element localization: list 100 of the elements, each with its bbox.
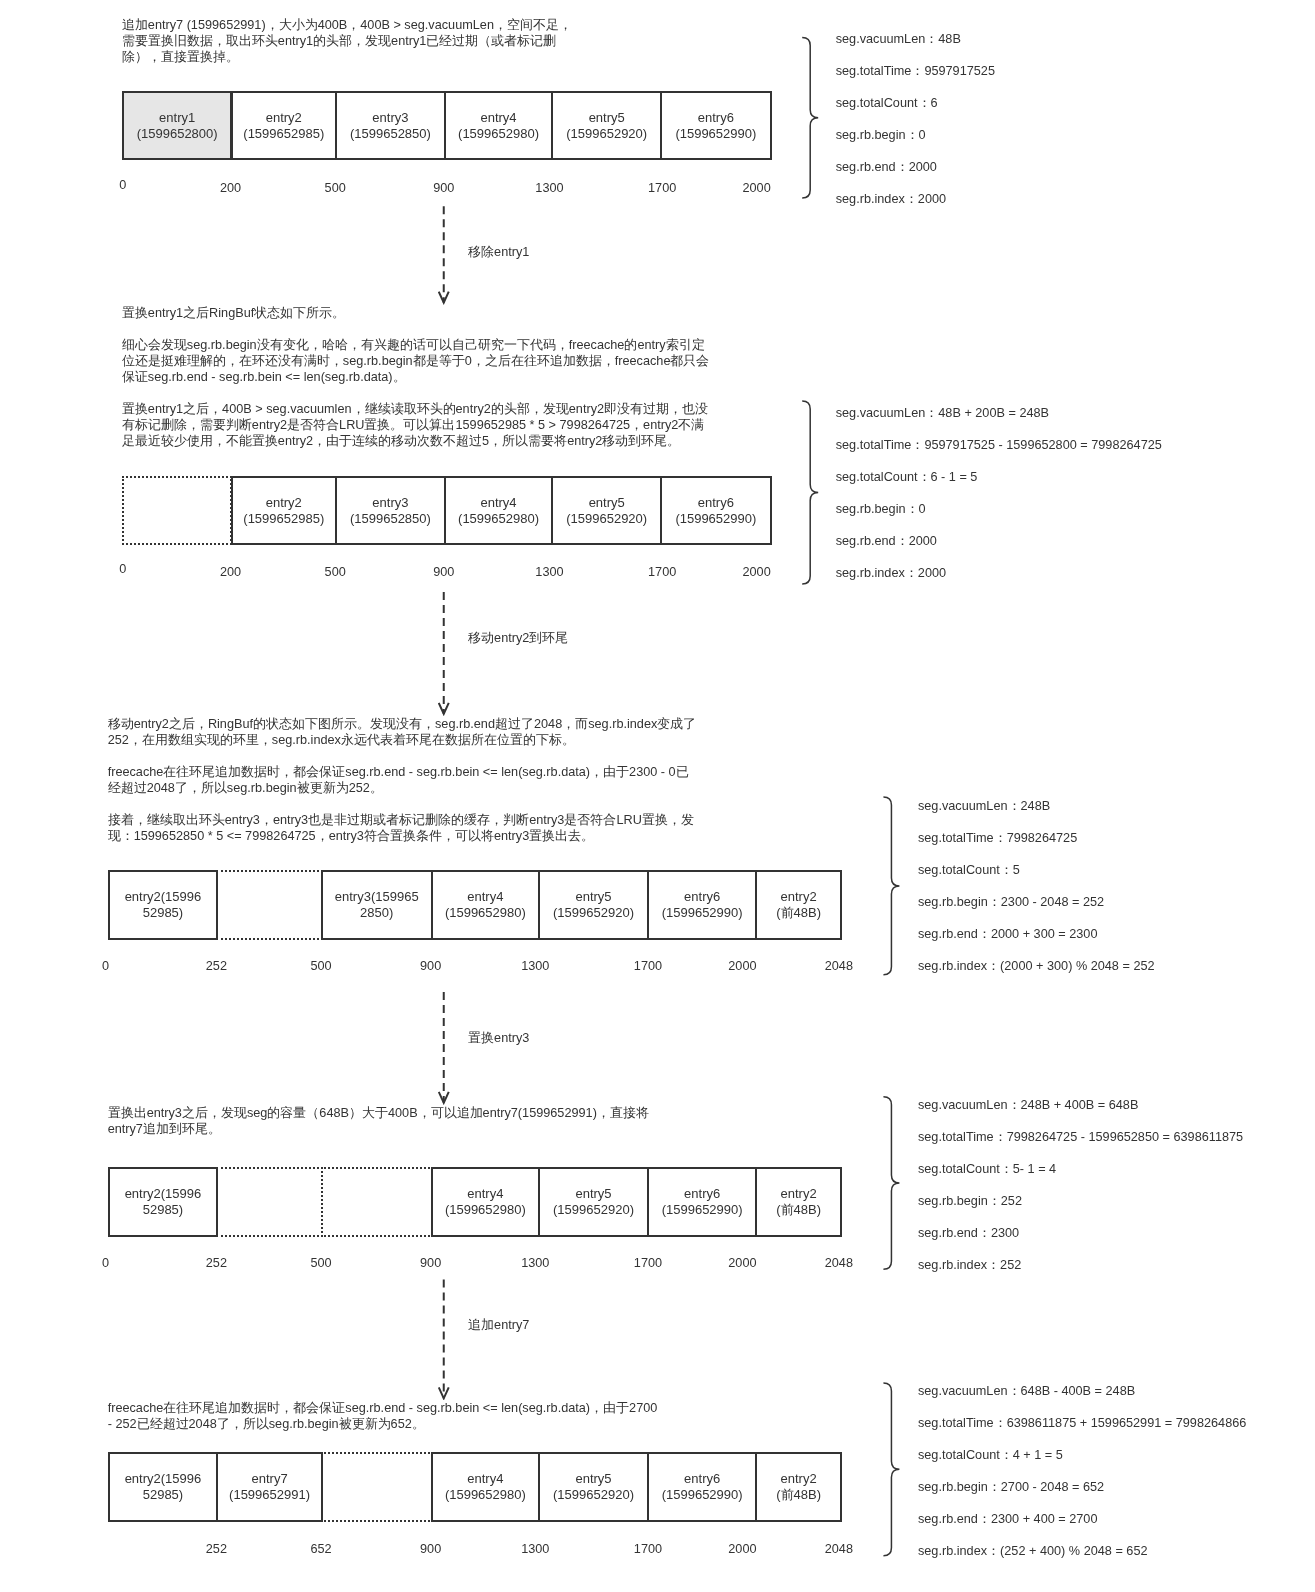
axis-tick-label: 1300 [521,1540,550,1557]
memory-cell: entry2 (前48B) [755,1166,842,1237]
paragraph: 置换entry1之后RingBuf状态如下所示。 [121,304,347,321]
field-value-line: seg.vacuumLen：48B + 200B = 248B [835,405,1050,422]
field-value-line: seg.totalTime：6398611875 + 1599652991 = 7998264866 [917,1415,1247,1432]
field-value-line: seg.rb.begin：2700 - 2048 = 652 [917,1479,1105,1496]
axis-tick-label: 2000 [728,957,757,974]
axis-tick-label: 1300 [521,957,550,974]
arrow [437,591,450,715]
field-value-line: seg.totalCount：4 + 1 = 5 [917,1447,1063,1464]
field-value-line: seg.totalCount：5 [917,862,1020,879]
axis-tick-label: 900 [420,957,442,974]
axis-tick-label: 1700 [633,957,663,974]
edge-label: 移除entry1 [466,242,532,262]
axis-tick-label: 0 [102,1255,110,1272]
axis-tick-label: 1300 [535,179,564,196]
memory-cell: entry4 (1599652980) [430,1452,541,1523]
arrow [437,1278,450,1400]
field-value-line: seg.totalTime：7998264725 - 1599652850 = 6398611875 [917,1128,1244,1145]
axis-tick-label: 2048 [824,1255,853,1272]
axis-tick-label: 1300 [535,563,564,580]
axis-tick-label: 900 [433,179,455,196]
axis-tick-label: 500 [324,563,346,580]
memory-cell: entry7 (1599652991) [216,1452,323,1523]
field-value-line: seg.rb.end：2300 + 400 = 2700 [917,1511,1098,1528]
memory-cell: entry4 (1599652980) [443,91,554,161]
field-value-line: seg.rb.begin：0 [835,126,926,143]
arrow [437,205,450,304]
memory-cell: entry5 (1599652920) [538,1166,649,1237]
memory-cell: entry1 (1599652800) [121,91,233,161]
axis-tick-label: 252 [205,1540,227,1557]
memory-cell: entry6 (1599652990) [660,91,772,161]
field-value-line: seg.rb.begin：2300 - 2048 = 252 [917,894,1105,911]
axis-tick-label: 2000 [728,1540,757,1557]
axis-tick-label: 1300 [521,1255,550,1272]
axis-tick-label: 900 [420,1540,442,1557]
field-value-line: seg.rb.index：(2000 + 300) % 2048 = 252 [917,958,1155,975]
memory-cell: entry5 (1599652920) [551,476,662,546]
axis-tick-label: 1700 [633,1540,663,1557]
paragraph: 接着，继续取出环头entry3，entry3也是非过期或者标记删除的缓存，判断entry3是否符合LRU置换，发现：1599652850 * 5 <= 7998264725，entry3符合置换条件，可以将entry3置换出去。 [107,811,695,844]
axis-tick-label: 2000 [728,1255,757,1272]
arrow [437,991,450,1104]
field-value-line: seg.totalCount：6 - 1 = 5 [835,469,978,486]
paragraph: freecache在往环尾追加数据时，都会保证seg.rb.end - seg.rb.bein <= len(seg.rb.data)，由于2300 - 0已经超过2048了，所以seg.rb.begin被更新为252。 [107,763,690,796]
field-value-line: seg.totalTime：9597917525 [835,62,995,79]
axis-tick-label: 0 [119,560,127,577]
axis-tick-label: 652 [310,1540,332,1557]
paragraph: 移动entry2之后，RingBuf的状态如下图所示。发现没有，seg.rb.end超过了2048，而seg.rb.index变成了252，在用数组实现的环里，seg.rb.index永远代表着环尾在数据所在位置的下标。 [107,715,697,748]
field-value-line: seg.rb.index：(252 + 400) % 2048 = 652 [917,1543,1148,1560]
memory-cell: entry2 (前48B) [755,1452,842,1523]
memory-cell: entry4 (1599652980) [430,1166,541,1237]
axis-tick-label: 1700 [648,179,677,196]
axis-tick-label: 200 [220,563,242,580]
paragraph: 置换出entry3之后，发现seg的容量（648B）大于400B，可以追加entry7(1599652991)，直接将entry7追加到环尾。 [107,1104,650,1137]
axis-tick-label: 500 [310,957,332,974]
memory-cell: entry6 (1599652990) [660,476,772,546]
axis-tick-label: 1700 [648,563,677,580]
memory-cell: entry3 (1599652850) [335,476,446,546]
field-value-line: seg.vacuumLen：648B - 400B = 248B [917,1383,1136,1400]
memory-cell: entry2 (1599652985) [230,476,338,546]
memory-cell: entry4 (1599652980) [443,476,554,546]
paragraph: 置换entry1之后，400B > seg.vacuumlen，继续读取环头的entry2的头部，发现entry2即没有过期，也没有标记删除，需要判断entry2是否符合LRU置换。可以算出1599652985 * 5 > 7998264725，entry2不满足最近较少使用，不能置换entry2，由于连续的移动次数不超过5，所以需要将entry2移动到环尾。 [121,400,710,449]
memory-cell: entry2 (1599652985) [230,91,338,161]
axis-tick-label: 900 [433,563,455,580]
memory-cell: entry3 (1599652850) [335,91,446,161]
memory-cell: entry5 (1599652920) [538,870,649,941]
field-value-line: seg.totalCount：5- 1 = 4 [917,1160,1057,1177]
memory-cell: entry5 (1599652920) [551,91,662,161]
axis-tick-label: 500 [310,1255,332,1272]
field-value-line: seg.vacuumLen：248B + 400B = 648B [917,1096,1139,1113]
axis-tick-label: 2000 [742,563,771,580]
field-value-line: seg.rb.begin：252 [917,1192,1022,1209]
memory-cell: entry4 (1599652980) [430,870,541,941]
axis-tick-label: 200 [220,179,242,196]
field-value-line: seg.vacuumLen：248B [917,798,1051,815]
field-value-line: seg.totalCount：6 [835,94,938,111]
field-value-line: seg.rb.index：2000 [835,190,947,207]
paragraph: 细心会发现seg.rb.begin没有变化，哈哈，有兴趣的话可以自己研究一下代码，freecache的entry索引定位还是挺难理解的，在环还没有满时，seg.rb.begin都是等于0，之后在往环追加数据，freecache都只会保证seg.rb.end - seg.rb.bein <= len(seg.rb.data)。 [121,336,711,385]
field-value-line: seg.rb.end：2000 [835,533,937,550]
edge-label: 置换entry3 [466,1028,532,1048]
axis-tick-label: 2048 [824,957,853,974]
axis-tick-label: 1700 [633,1255,663,1272]
memory-cell: entry6 (1599652990) [646,870,758,941]
axis-tick-label: 252 [205,957,227,974]
memory-cell: entry2 (前48B) [755,870,842,941]
field-value-line: seg.rb.index：252 [917,1256,1022,1273]
field-value-line: seg.totalTime：9597917525 - 1599652800 = 7998264725 [835,437,1162,454]
axis-tick-label: 900 [420,1255,442,1272]
memory-cell: entry2(15996 52985) [107,1166,219,1237]
field-value-line: seg.rb.end：2000 [835,158,937,175]
field-value-line: seg.rb.end：2300 [917,1224,1020,1241]
memory-cell: entry6 (1599652990) [646,1166,758,1237]
memory-cell: entry3(159965 2850) [320,870,433,941]
field-value-line: seg.rb.end：2000 + 300 = 2300 [917,926,1098,943]
paragraph: freecache在往环尾追加数据时，都会保证seg.rb.end - seg.rb.bein <= len(seg.rb.data)，由于2700 - 252已经超过2048了，所以seg.rb.begin被更新为652。 [107,1400,659,1433]
axis-tick-label: 0 [119,176,127,193]
axis-tick-label: 252 [205,1255,227,1272]
axis-tick-label: 2048 [824,1540,853,1557]
field-value-line: seg.totalTime：7998264725 [917,830,1078,847]
paragraph: 追加entry7 (1599652991)，大小为400B，400B > seg.vacuumLen，空间不足，需要置换旧数据，取出环头entry1的头部，发现entry1已经过期（或者标记删除），直接置换掉。 [121,17,573,66]
